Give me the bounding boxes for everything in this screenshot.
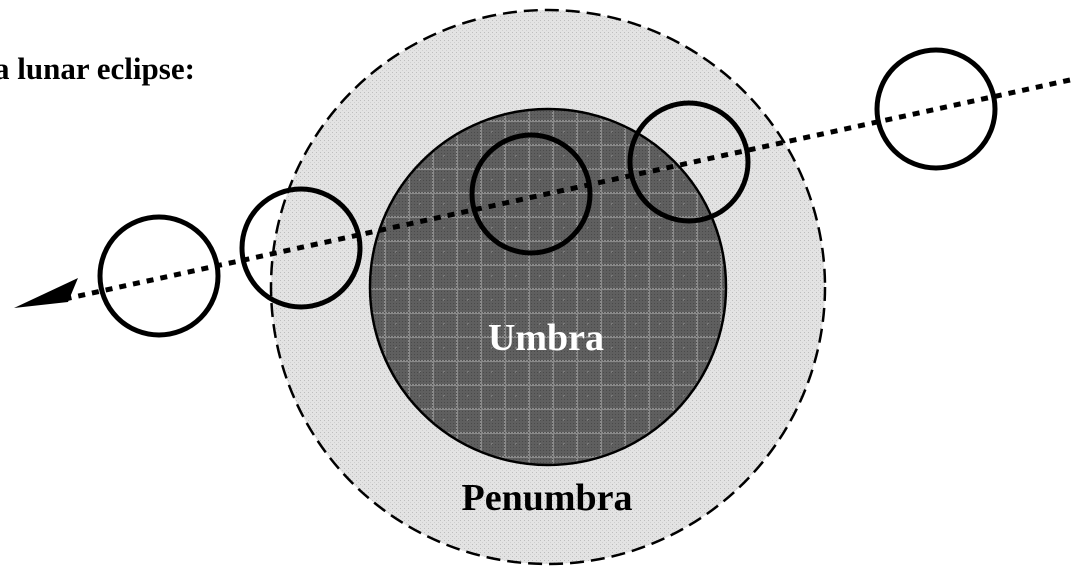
moon-position-4	[239, 186, 363, 310]
penumbra-label: Penumbra	[462, 477, 633, 519]
moon-position-2	[627, 100, 751, 224]
umbra-label: Umbra	[488, 317, 604, 359]
moon-path-line	[59, 77, 1071, 303]
moon-path-arrowhead	[14, 278, 78, 308]
umbra-texture	[371, 110, 725, 464]
moon-position-3	[469, 132, 593, 256]
moon-position-5	[97, 214, 221, 338]
heading-text: a lunar eclipse:	[0, 51, 195, 86]
moon-position-1	[874, 47, 998, 171]
